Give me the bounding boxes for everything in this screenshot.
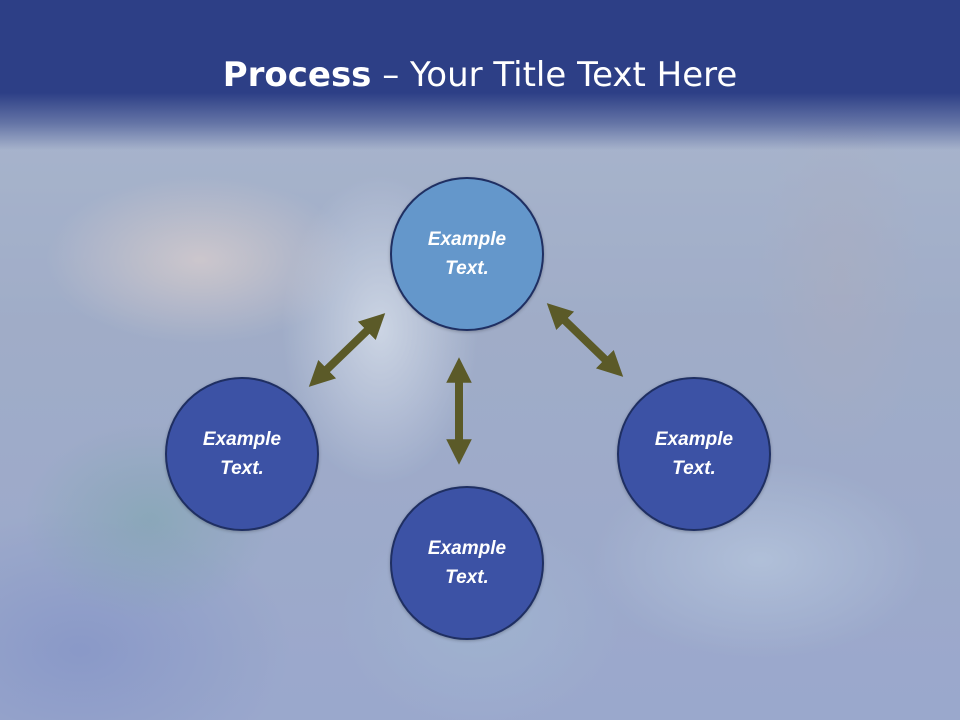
node-left-text: Example Text. [202, 429, 282, 479]
node-top-text: Example Text. [427, 229, 507, 279]
title-bold: Process [222, 55, 372, 95]
circle-node-bottom[interactable]: Example Text. [390, 486, 544, 640]
circle-node-right[interactable]: Example Text. [617, 377, 771, 531]
circle-node-top[interactable]: Example Text. [390, 177, 544, 331]
title-bar [0, 0, 960, 150]
node-right-text: Example Text. [654, 429, 734, 479]
arrow-top-left [308, 313, 386, 387]
arrow-top-right [546, 303, 624, 377]
slide-title: Process – Your Title Text Here [0, 54, 960, 96]
circle-node-left[interactable]: Example Text. [165, 377, 319, 531]
title-rest: – Your Title Text Here [371, 55, 738, 95]
node-bottom-text: Example Text. [427, 538, 507, 588]
